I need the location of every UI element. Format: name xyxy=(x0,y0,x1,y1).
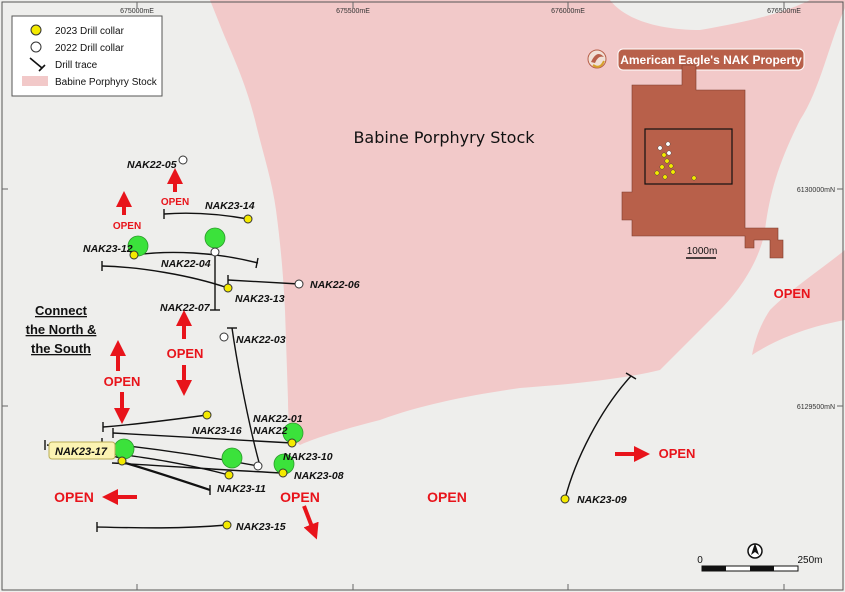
easting-label-675500: 675500mE xyxy=(336,8,370,15)
collars-2022 xyxy=(178,155,304,471)
label-nak22-07: NAK22-07 xyxy=(160,302,211,314)
easting-label-675000: 675000mE xyxy=(120,8,154,15)
open-label-center: OPEN xyxy=(167,346,204,361)
legend-stock-swatch xyxy=(22,76,48,86)
label-nak22-01: NAK22-01 xyxy=(253,413,303,425)
map-legend: 2023 Drill collar 2022 Drill collar Dril… xyxy=(11,15,163,97)
open-label-north-west: OPEN xyxy=(113,221,141,232)
trace-nak23-13 xyxy=(101,265,229,289)
collar-nak22-03 xyxy=(219,332,229,342)
trace-nak23-12 xyxy=(133,251,259,264)
company-logo-icon xyxy=(587,49,607,69)
connect-note-line-3: the South xyxy=(31,341,91,356)
property-inset: American Eagle's NAK Property 1000m xyxy=(587,48,805,259)
label-nak22-04: NAK22-04 xyxy=(161,258,211,270)
open-labels: OPEN OPEN OPEN OPEN OPEN OPEN OPEN OPEN … xyxy=(54,197,810,505)
property-title: American Eagle's NAK Property xyxy=(620,53,802,67)
property-claims-polygon xyxy=(621,64,784,259)
collar-nak22-04 xyxy=(210,247,220,257)
open-label-bottom: OPEN xyxy=(427,489,467,505)
babine-stock-label: Babine Porphyry Stock xyxy=(353,128,535,147)
collar-nak23-12 xyxy=(129,250,139,260)
label-nak22-02: NAK22 xyxy=(253,425,288,437)
trace-nak23-09 xyxy=(564,375,632,500)
babine-stock-polygon-east xyxy=(752,250,845,355)
legend-2023-collar-label: 2023 Drill collar xyxy=(55,26,125,37)
northing-label-6129500: 6129500mN xyxy=(797,404,835,411)
legend-2022-collar-icon xyxy=(30,41,42,53)
label-nak23-10: NAK23-10 xyxy=(283,451,333,463)
hole-labels: NAK22-05 NAK23-14 NAK23-12 NAK22-04 NAK2… xyxy=(83,159,627,533)
legend-drill-trace-label: Drill trace xyxy=(55,60,98,71)
connect-note-line-2: the North & xyxy=(26,322,97,337)
label-nak23-16: NAK23-16 xyxy=(192,425,242,437)
scale-bar xyxy=(701,565,799,572)
open-label-south: OPEN xyxy=(280,489,320,505)
open-label-west: OPEN xyxy=(54,489,94,505)
label-nak23-13: NAK23-13 xyxy=(235,293,285,305)
label-nak23-15: NAK23-15 xyxy=(236,521,286,533)
intercept-marker xyxy=(204,227,226,249)
northing-label-6130000: 6130000mN xyxy=(797,187,835,194)
legend-2022-collar-label: 2022 Drill collar xyxy=(55,43,125,54)
inset-scale-label: 1000m xyxy=(687,246,718,257)
open-label-left: OPEN xyxy=(104,374,141,389)
connect-note: Connect the North & the South xyxy=(26,303,97,356)
legend-stock-label: Babine Porphyry Stock xyxy=(55,77,158,88)
label-nak23-14: NAK23-14 xyxy=(205,200,255,212)
nak23-17-callout: NAK23-17 xyxy=(48,441,116,460)
open-arrow-south xyxy=(302,505,319,540)
label-nak23-11: NAK23-11 xyxy=(217,483,266,495)
open-label-right: OPEN xyxy=(774,286,811,301)
inset-collar-dots xyxy=(654,141,697,181)
label-nak23-08: NAK23-08 xyxy=(294,470,344,482)
north-arrow-icon xyxy=(747,543,763,559)
collar-nak23-09 xyxy=(560,494,570,504)
open-arrows xyxy=(102,168,650,540)
trace-nak22-01 xyxy=(112,432,293,444)
open-label-east: OPEN xyxy=(659,446,696,461)
collar-nak23-17 xyxy=(117,456,127,466)
trace-nak22-03 xyxy=(231,327,261,467)
scale-bar-start: 0 xyxy=(697,555,703,566)
label-nak23-12: NAK23-12 xyxy=(83,243,133,255)
trace-nak23-14 xyxy=(163,212,249,220)
trace-nak23-16 xyxy=(102,414,208,428)
collar-nak22-01 xyxy=(287,438,297,448)
trace-nak23-08 xyxy=(111,462,284,474)
mineralized-intercepts xyxy=(113,227,304,475)
collar-nak22-05 xyxy=(178,155,188,165)
trace-nak22-06 xyxy=(227,279,300,285)
intercept-marker xyxy=(221,447,243,469)
legend-drill-trace-icon xyxy=(29,57,46,72)
intercept-marker xyxy=(113,438,135,460)
property-title-box xyxy=(617,48,805,71)
collar-nak23-16 xyxy=(202,410,212,420)
easting-label-676000: 676000mE xyxy=(551,8,585,15)
collar-nak23-11 xyxy=(224,470,234,480)
label-nak23-09: NAK23-09 xyxy=(577,494,627,506)
label-nak22-05: NAK22-05 xyxy=(127,159,177,171)
open-label-north-nak22-05: OPEN xyxy=(161,197,189,208)
collar-nak23-14 xyxy=(243,214,253,224)
collar-nak22-06 xyxy=(294,279,304,289)
collar-nak23-13 xyxy=(223,283,233,293)
trace-nak23-15 xyxy=(96,524,228,529)
connect-note-line-1: Connect xyxy=(35,303,88,318)
collar-nak22-02 xyxy=(253,461,263,471)
label-nak22-06: NAK22-06 xyxy=(310,279,360,291)
collar-nak23-15 xyxy=(222,520,232,530)
collars-2023 xyxy=(117,214,570,530)
scale-bar-end: 250m xyxy=(797,555,822,566)
label-nak22-03: NAK22-03 xyxy=(236,334,286,346)
label-nak23-17: NAK23-17 xyxy=(55,446,108,458)
property-focus-box xyxy=(644,128,733,185)
easting-label-676500: 676500mE xyxy=(767,8,801,15)
collar-nak23-08 xyxy=(278,468,288,478)
legend-2023-collar-icon xyxy=(30,24,42,36)
